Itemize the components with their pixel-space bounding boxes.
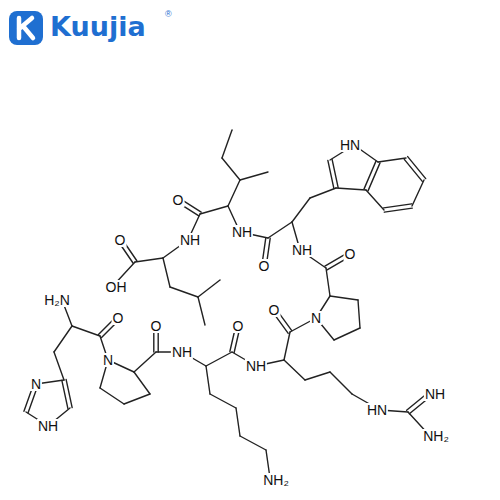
atom-label: O <box>112 311 125 325</box>
bond-line <box>72 326 100 336</box>
bond-line <box>54 326 72 352</box>
bond-line <box>268 222 292 238</box>
bond-line <box>408 157 426 179</box>
atom-label: N <box>310 311 322 325</box>
atom-label: N <box>30 377 42 391</box>
bond-line <box>200 206 228 214</box>
bond-line <box>124 394 150 404</box>
bond-line <box>54 352 64 380</box>
atom-label: OH <box>105 280 128 294</box>
bond-line <box>170 287 198 297</box>
bond-line <box>284 360 305 380</box>
atom-label: H₂N <box>43 293 71 307</box>
bond-line <box>310 188 336 198</box>
bond-line <box>305 372 330 380</box>
bond-line <box>206 366 210 394</box>
atom-label: N <box>102 353 114 367</box>
atom-label: NH₂ <box>262 473 290 487</box>
bond-line <box>364 161 376 189</box>
atom-label: O <box>268 303 281 317</box>
atom-label: NH₂ <box>422 429 450 443</box>
bond-line <box>100 388 124 404</box>
atom-label: NH <box>37 419 59 433</box>
bond-line <box>222 158 240 180</box>
atom-label: NH <box>424 387 446 401</box>
bond-line <box>292 198 310 222</box>
bond-line <box>206 352 232 366</box>
bond-line <box>358 300 360 328</box>
atom-label: O <box>114 233 127 247</box>
bond-line <box>326 268 330 296</box>
bond-line <box>210 394 236 408</box>
bond-line <box>135 258 163 262</box>
bond-line <box>330 372 352 394</box>
bond-line <box>384 208 412 212</box>
atom-label: O <box>344 247 357 261</box>
logo-glyph <box>19 18 33 38</box>
bond-line <box>336 188 366 190</box>
atom-label: O <box>172 193 185 207</box>
bond-line <box>228 180 240 206</box>
bond-line <box>66 380 72 408</box>
bond-line <box>412 180 424 206</box>
bond-line <box>236 408 240 436</box>
bond-line <box>334 328 360 340</box>
atom-label: NH <box>291 243 313 257</box>
bond-line <box>240 436 266 450</box>
bond-line <box>134 352 156 372</box>
atom-label: O <box>258 259 271 273</box>
bond-line <box>198 280 220 297</box>
bond-line <box>330 296 358 300</box>
logo-icon <box>8 10 44 46</box>
logo-badge <box>9 11 43 45</box>
atom-label: NH <box>179 233 201 247</box>
bond-line <box>328 160 334 188</box>
bond-line <box>222 130 232 158</box>
atom-label: HN <box>339 138 361 152</box>
bond-line <box>378 158 406 162</box>
bond-line <box>163 258 170 287</box>
bond-line <box>134 372 150 394</box>
atom-label: O <box>150 319 163 333</box>
atom-label: O <box>232 319 245 333</box>
bond-line <box>384 204 412 208</box>
atom-label: HN <box>366 403 388 417</box>
atom-label: NH <box>245 359 267 373</box>
bond-line <box>240 172 268 180</box>
atom-label: NH <box>171 345 193 359</box>
trademark-mark: ® <box>164 10 173 19</box>
bond-line <box>366 190 384 210</box>
bond-line <box>198 297 205 325</box>
logo-text: Kuujia <box>50 13 146 40</box>
bond-line <box>284 332 290 360</box>
atom-label: NH <box>231 225 253 239</box>
